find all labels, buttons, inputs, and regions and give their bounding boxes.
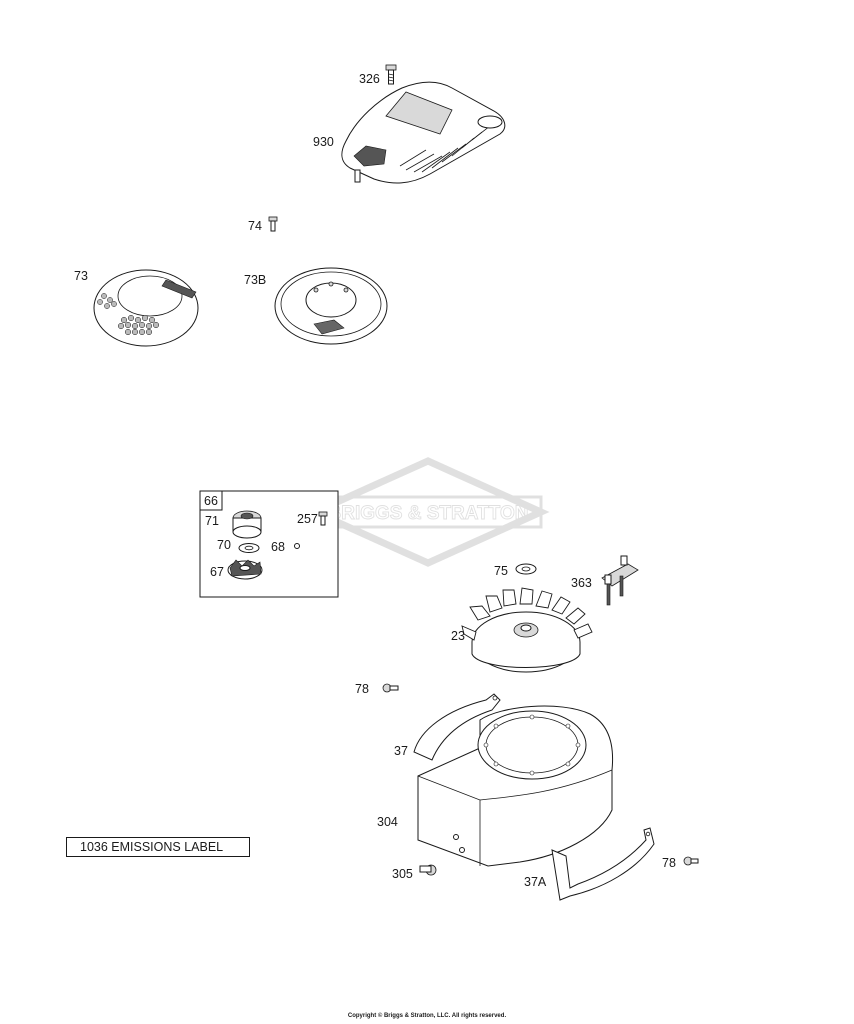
label-23: 23 [451, 629, 465, 643]
label-78-upper: 78 [355, 682, 369, 696]
label-73: 73 [74, 269, 88, 283]
label-67: 67 [210, 565, 224, 579]
label-66: 66 [204, 494, 218, 508]
label-78-lower: 78 [662, 856, 676, 870]
label-930: 930 [313, 135, 334, 149]
label-68: 68 [271, 540, 285, 554]
ball-68-icon [294, 543, 300, 549]
washer-70-icon [238, 543, 260, 553]
briggs-stratton-watermark: BRIGGS & STRATTON [306, 457, 550, 567]
label-37: 37 [394, 744, 408, 758]
air-cleaner-73-icon [93, 269, 199, 347]
blower-housing-304-icon [417, 705, 614, 867]
label-71: 71 [205, 514, 219, 528]
label-70: 70 [217, 538, 231, 552]
brake-363-icon [601, 555, 639, 606]
air-guide-37-icon [413, 693, 501, 761]
label-257: 257 [297, 512, 318, 526]
screw-78-lower-icon [683, 856, 699, 866]
emissions-label-box: 1036 EMISSIONS LABEL [66, 837, 250, 857]
screw-305-icon [419, 864, 437, 876]
label-326: 326 [359, 72, 380, 86]
label-75: 75 [494, 564, 508, 578]
screw-74-icon [268, 216, 278, 232]
screw-257-icon [318, 511, 328, 526]
label-363: 363 [571, 576, 592, 590]
ratchet-71-icon [232, 510, 262, 539]
screw-78-upper-icon [382, 683, 399, 693]
label-74: 74 [248, 219, 262, 233]
label-305: 305 [392, 867, 413, 881]
retainer-67-icon [227, 559, 263, 580]
air-cleaner-73b-icon [274, 267, 388, 345]
kit-66-box [199, 490, 339, 598]
washer-75-icon [515, 563, 537, 575]
watermark-text: BRIGGS & STRATTON [328, 503, 529, 524]
copyright-notice: Copyright © Briggs & Stratton, LLC. All … [347, 1013, 507, 1019]
label-37a: 37A [524, 875, 547, 889]
label-73b: 73B [244, 273, 266, 287]
cover-930-icon [341, 81, 506, 184]
screw-326-icon [385, 64, 397, 85]
flywheel-23-icon [461, 587, 593, 673]
air-guide-37a-icon [551, 827, 655, 901]
label-304: 304 [377, 815, 398, 829]
